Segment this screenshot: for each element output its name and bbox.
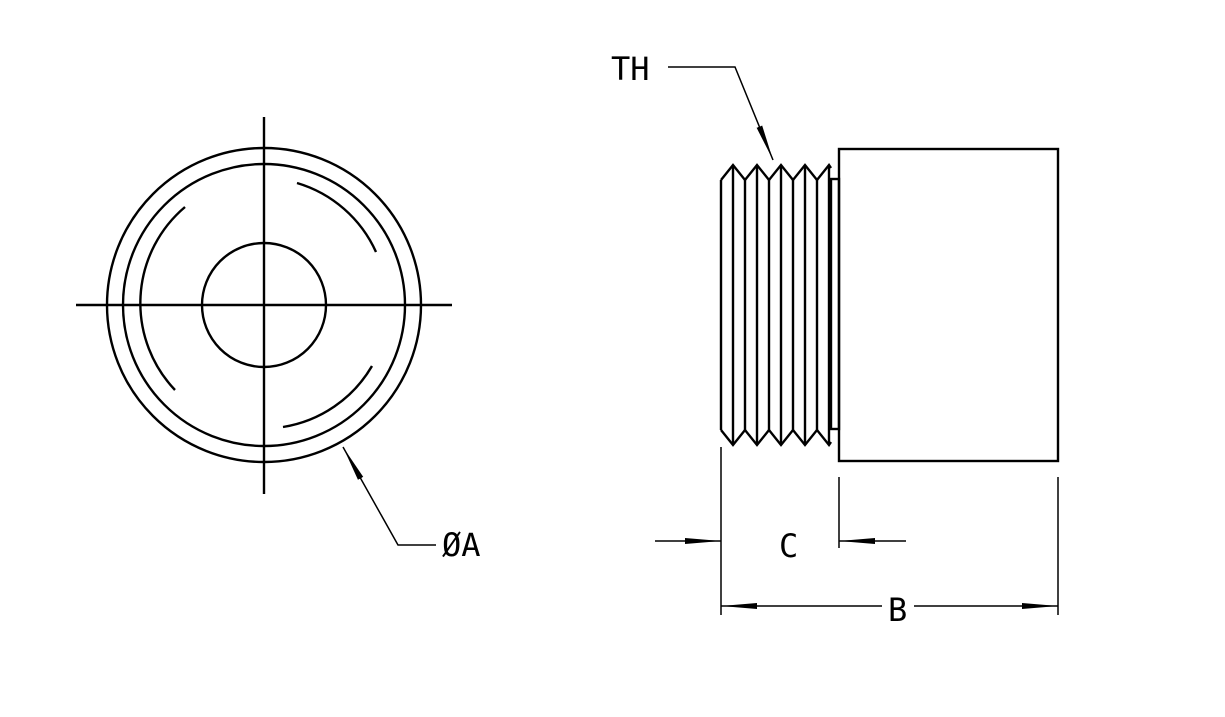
dimension-c-label: C xyxy=(779,527,798,565)
thread-callout: TH xyxy=(611,50,774,161)
end-view xyxy=(76,117,452,494)
thread-root-arc-bottom-right xyxy=(282,365,374,429)
side-view xyxy=(719,147,1060,463)
diameter-leader xyxy=(342,446,436,546)
thread-lines xyxy=(731,165,831,445)
dimension-c: C xyxy=(655,527,906,565)
dimension-b: B xyxy=(721,591,1058,629)
diameter-label: ØA xyxy=(442,526,481,564)
thread-root-arc-top-right xyxy=(296,181,378,253)
thread-label: TH xyxy=(611,50,650,88)
thread-root-arc-top-left xyxy=(139,206,186,391)
body-rectangle xyxy=(837,147,1060,463)
diameter-callout: ØA xyxy=(342,446,481,564)
dimension-b-label: B xyxy=(888,591,907,629)
thread-relief xyxy=(829,177,841,431)
thread-leader xyxy=(668,66,774,161)
extension-lines xyxy=(720,447,1059,615)
thread-profile-top xyxy=(720,162,832,182)
thread-profile-bottom xyxy=(720,428,832,448)
